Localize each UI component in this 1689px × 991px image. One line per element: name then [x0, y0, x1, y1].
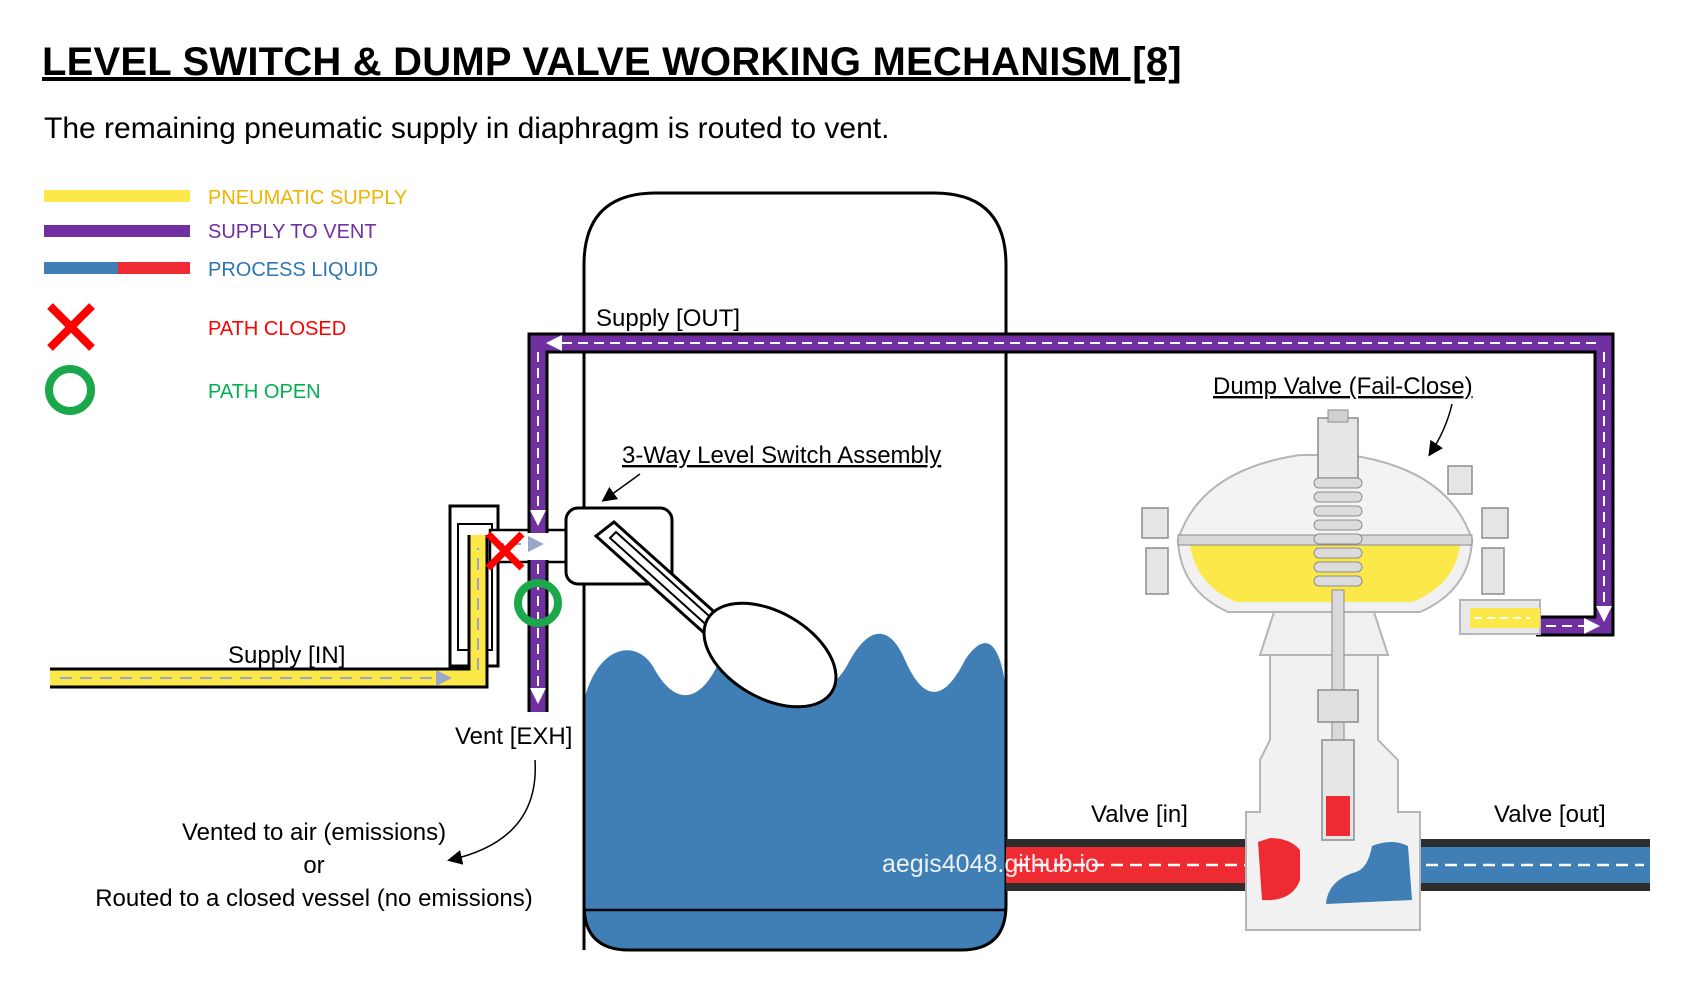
process-piping — [1006, 839, 1650, 891]
vent-note-line-2: or — [303, 852, 324, 879]
vent-note-line-3: Routed to a closed vessel (no emissions) — [95, 885, 533, 912]
legend-pneumatic-swatch — [44, 190, 190, 202]
supply-in-label: Supply [IN] — [228, 642, 345, 669]
level-switch-leader — [601, 473, 641, 502]
separator-vessel — [582, 191, 1008, 952]
page-subtitle: The remaining pneumatic supply in diaphr… — [44, 112, 890, 145]
vent-exh-label: Vent [EXH] — [455, 723, 572, 750]
open-circle-icon — [45, 365, 95, 415]
valve-out-label: Valve [out] — [1494, 801, 1606, 828]
supply-out-label: Supply [OUT] — [596, 305, 740, 332]
vent-supply-line — [527, 332, 1615, 712]
float-ball — [702, 601, 838, 709]
path-open-circle-icon — [514, 579, 562, 627]
legend-closed-label: PATH CLOSED — [208, 318, 346, 340]
dump-valve-label: Dump Valve (Fail-Close) — [1213, 373, 1473, 400]
vent-note-line-1: Vented to air (emissions) — [182, 819, 446, 846]
legend-vent-label: SUPPLY TO VENT — [208, 221, 377, 243]
valve-spring — [1313, 477, 1363, 587]
float-arm — [593, 520, 838, 709]
pneumatic-supply-line — [50, 535, 544, 689]
valve-in-label: Valve [in] — [1091, 801, 1188, 828]
legend-pneumatic-label: PNEUMATIC SUPPLY — [208, 187, 407, 209]
level-switch-label: 3-Way Level Switch Assembly — [622, 442, 941, 469]
legend: PNEUMATIC SUPPLY SUPPLY TO VENT PROCESS … — [44, 187, 407, 415]
legend-liquid-swatch-red — [118, 262, 190, 274]
vessel-shell — [582, 191, 1008, 952]
watermark: aegis4048.github.io — [882, 850, 1099, 878]
vent-leader — [447, 759, 536, 865]
dump-valve-leader — [1428, 403, 1453, 457]
page-title: LEVEL SWITCH & DUMP VALVE WORKING MECHAN… — [42, 40, 1182, 84]
path-closed-x-icon — [485, 531, 525, 571]
dump-valve — [1141, 409, 1541, 931]
vessel-liquid — [584, 630, 1006, 950]
legend-liquid-label: PROCESS LIQUID — [208, 259, 378, 281]
legend-liquid-swatch-blue — [44, 262, 118, 274]
closed-x-icon — [47, 303, 95, 351]
legend-open-label: PATH OPEN — [208, 381, 321, 403]
legend-vent-swatch — [44, 225, 190, 237]
